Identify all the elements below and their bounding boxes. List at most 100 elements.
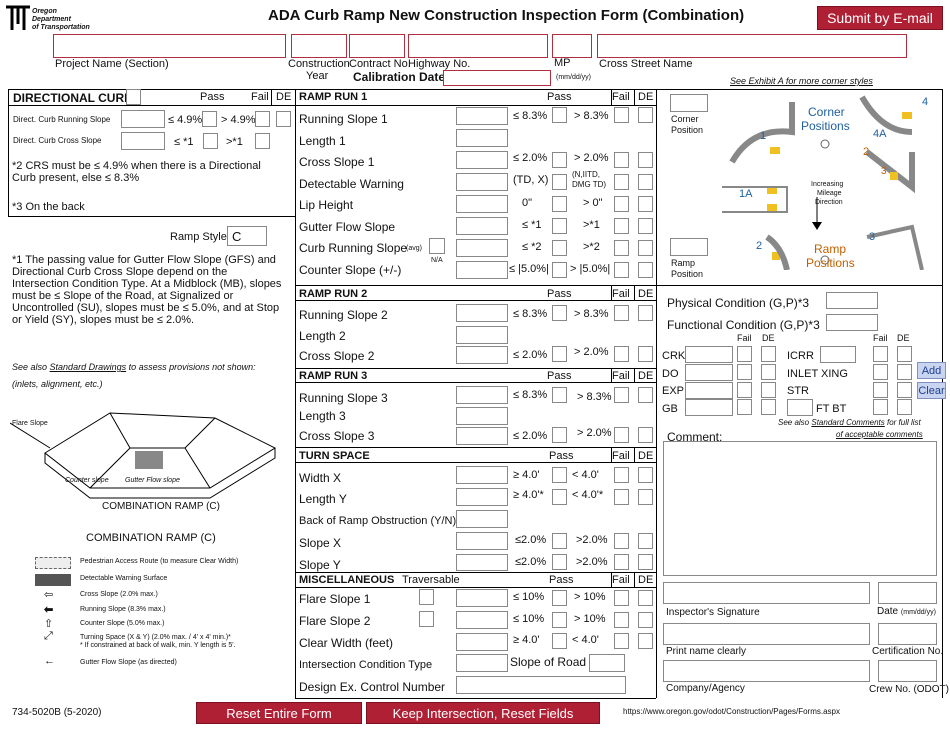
lip-height-de-box[interactable] [638, 196, 653, 212]
slope-x-pass-box[interactable] [552, 533, 567, 549]
gutter-flow-slope-input[interactable] [456, 217, 508, 235]
width-x-de-box[interactable] [638, 467, 653, 483]
width-x-pass-box[interactable] [552, 467, 567, 483]
length-3-input[interactable] [456, 407, 508, 425]
ramp-position-input[interactable] [670, 238, 708, 256]
running-slope-2-fail-box[interactable] [614, 305, 629, 321]
flare-slope-2-de-box[interactable] [638, 612, 653, 628]
certification-input[interactable] [878, 623, 937, 645]
dc-running-input[interactable] [121, 110, 165, 128]
running-slope-2-pass-box[interactable] [552, 305, 567, 321]
running-slope-1-pass-box[interactable] [552, 107, 567, 123]
icrr-input[interactable] [820, 346, 856, 363]
contract-no-input[interactable] [349, 34, 405, 58]
ft-bt-input[interactable] [787, 399, 813, 416]
cross-slope-3-de-box[interactable] [638, 427, 653, 443]
gutter-flow-slope-fail-box[interactable] [614, 218, 629, 234]
clear-width-fail-box[interactable] [614, 633, 629, 649]
exp-fail-box[interactable] [737, 382, 752, 398]
crk-de-box[interactable] [761, 346, 776, 362]
slope-of-road-input[interactable] [589, 654, 625, 672]
length-y-pass-box[interactable] [552, 489, 567, 505]
reset-entire-form-button[interactable]: Reset Entire Form [196, 702, 362, 724]
running-slope-2-de-box[interactable] [638, 305, 653, 321]
running-slope-3-fail-box[interactable] [614, 387, 629, 403]
length-y-input[interactable] [456, 488, 508, 506]
directional-curb-checkbox[interactable] [126, 89, 141, 105]
flare-slope-1-pass-box[interactable] [552, 590, 567, 606]
detectable-warning-fail-box[interactable] [614, 174, 629, 190]
cross-slope-1-fail-box[interactable] [614, 152, 629, 168]
company-input[interactable] [663, 660, 870, 682]
running-slope-1-input[interactable] [456, 107, 508, 125]
gb-fail-box[interactable] [737, 399, 752, 415]
back-obstruction-input[interactable] [456, 510, 508, 528]
running-slope-3-de-box[interactable] [638, 387, 653, 403]
cross-slope-1-pass-box[interactable] [552, 152, 567, 168]
detectable-warning-de-box[interactable] [638, 174, 653, 190]
crk-input[interactable] [685, 346, 733, 363]
icrr-de-box[interactable] [897, 346, 912, 362]
slope-x-input[interactable] [456, 532, 508, 550]
calibration-date-input[interactable] [443, 70, 551, 86]
flare-slope-2-pass-box[interactable] [552, 612, 567, 628]
lip-height-pass-box[interactable] [552, 196, 567, 212]
clear-width-pass-box[interactable] [552, 633, 567, 649]
length-y-fail-box[interactable] [614, 489, 629, 505]
keep-intersection-button[interactable]: Keep Intersection, Reset Fields [366, 702, 600, 724]
flare-slope-2-input[interactable] [456, 611, 508, 629]
curb-running-slope-input[interactable] [429, 238, 445, 254]
crew-input[interactable] [878, 660, 937, 682]
gb-de-box[interactable] [761, 399, 776, 415]
slope-y-de-box[interactable] [638, 554, 653, 570]
cross-slope-2-pass-box[interactable] [552, 346, 567, 362]
counter-slope-de-box[interactable] [638, 262, 653, 278]
clear-width-input[interactable] [456, 633, 508, 651]
cross-slope-3-pass-box[interactable] [552, 427, 567, 443]
clear-width-de-box[interactable] [638, 633, 653, 649]
ft-bt-fail-box[interactable] [873, 399, 888, 415]
cross-slope-2-fail-box[interactable] [614, 346, 629, 362]
do-fail-box[interactable] [737, 364, 752, 380]
construction-year-input[interactable] [291, 34, 347, 58]
counter-slope-input[interactable] [456, 261, 508, 279]
length-2-input[interactable] [456, 326, 508, 344]
slope-y-input[interactable] [456, 554, 508, 571]
design-exception-input[interactable] [456, 676, 626, 694]
exp-input[interactable] [685, 382, 733, 399]
dc-cross-pass-box[interactable] [203, 133, 218, 149]
cross-slope-3-fail-box[interactable] [614, 427, 629, 443]
footer-url[interactable]: https://www.oregon.gov/odot/Construction… [623, 707, 840, 716]
slope-x-de-box[interactable] [638, 533, 653, 549]
inlet-xing-de-box[interactable] [897, 364, 912, 380]
length-1-input[interactable] [456, 129, 508, 147]
icrr-fail-box[interactable] [873, 346, 888, 362]
functional-condition-input[interactable] [826, 314, 878, 331]
clear-button[interactable]: Clear [917, 382, 946, 399]
running-slope-3-pass-box[interactable] [552, 387, 567, 403]
physical-condition-input[interactable] [826, 292, 878, 309]
gb-input[interactable] [685, 399, 733, 416]
crk-fail-box[interactable] [737, 346, 752, 362]
curb-running-slope-de-box[interactable] [638, 240, 653, 256]
cross-slope-2-input[interactable] [456, 346, 508, 364]
length-y-de-box[interactable] [638, 489, 653, 505]
flare-slope-1-fail-box[interactable] [614, 590, 629, 606]
counter-slope-fail-box[interactable] [614, 262, 629, 278]
inlet-xing-fail-box[interactable] [873, 364, 888, 380]
project-name-input[interactable] [53, 34, 286, 58]
running-slope-1-de-box[interactable] [638, 107, 653, 123]
do-input[interactable] [685, 364, 733, 381]
curb-running-slope-fail-box[interactable] [614, 240, 629, 256]
do-de-box[interactable] [761, 364, 776, 380]
inspector-signature-input[interactable] [663, 582, 870, 604]
cross-slope-2-de-box[interactable] [638, 346, 653, 362]
slope-y-pass-box[interactable] [552, 554, 567, 570]
ft-bt-de-box[interactable] [897, 399, 912, 415]
dc-running-pass-box[interactable] [202, 111, 217, 127]
comment-textarea[interactable] [663, 441, 937, 576]
lip-height-input[interactable] [456, 195, 508, 213]
exhibit-link[interactable]: See Exhibit A for more corner styles [730, 76, 873, 86]
flare-slope-1-input[interactable] [456, 589, 508, 607]
lip-height-fail-box[interactable] [614, 196, 629, 212]
